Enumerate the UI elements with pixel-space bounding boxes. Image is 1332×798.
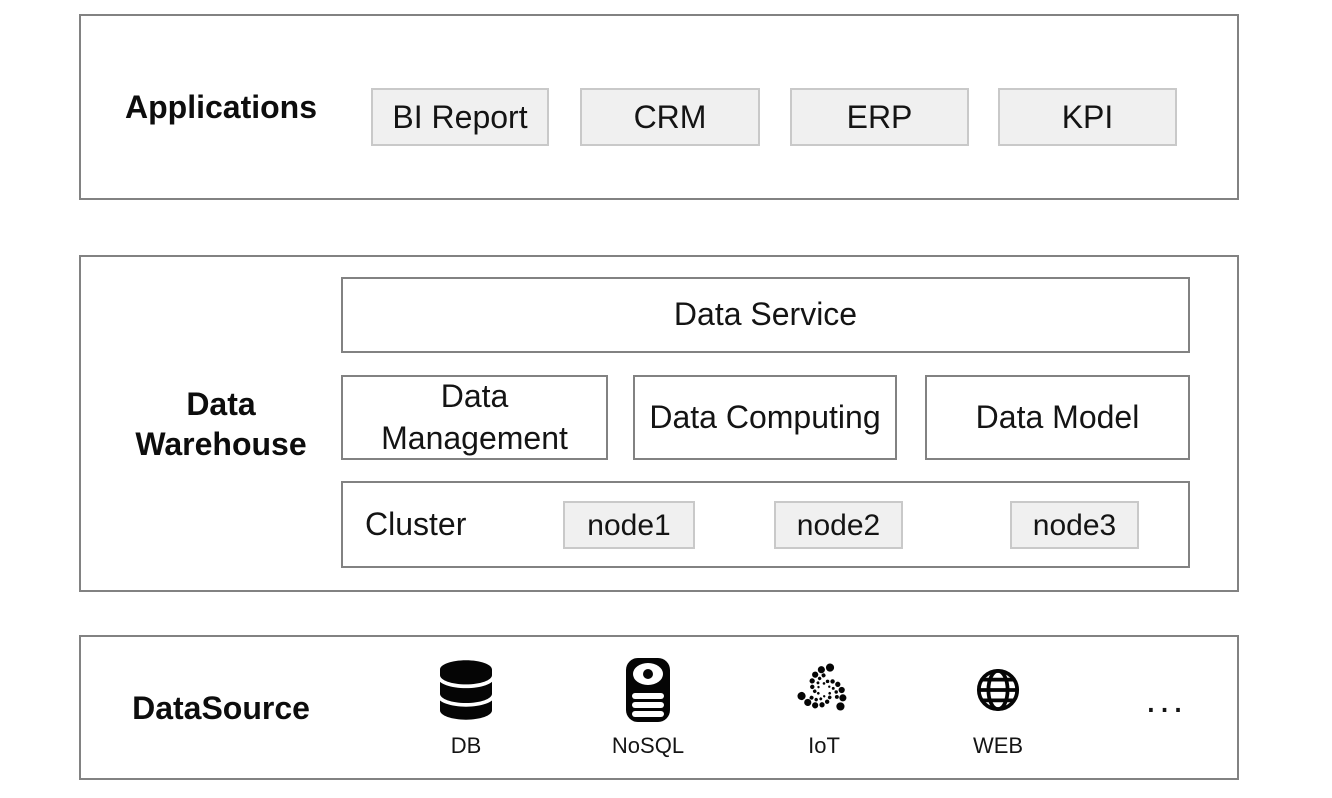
datasource-item-web: WEB <box>933 655 1063 759</box>
data-service-box: Data Service <box>341 277 1190 353</box>
datasource-section: DataSource DB NoSQL <box>79 635 1239 780</box>
iot-caption: IoT <box>808 733 840 758</box>
applications-section: Applications BI Report CRM ERP KPI <box>79 14 1239 200</box>
data-model-box: Data Model <box>925 375 1190 460</box>
iot-dots-icon <box>791 655 857 725</box>
cluster-label: Cluster <box>365 505 467 542</box>
cluster-box: Cluster node1 node2 node3 <box>341 481 1190 568</box>
ellipsis-more: ... <box>1145 679 1187 721</box>
node3-box: node3 <box>1010 501 1139 549</box>
data-computing-box: Data Computing <box>633 375 897 460</box>
node2-box: node2 <box>774 501 903 549</box>
db-caption: DB <box>450 733 482 758</box>
erp-box: ERP <box>790 88 969 146</box>
datasource-label: DataSource <box>132 689 310 726</box>
web-caption: WEB <box>972 733 1024 758</box>
data-management-box: Data Management <box>341 375 608 460</box>
globe-icon <box>973 655 1023 725</box>
bi-report-box: BI Report <box>371 88 549 146</box>
database-icon <box>440 655 492 725</box>
datasource-item-db: DB <box>401 655 531 759</box>
data-warehouse-section: Data Warehouse Data Service Data Managem… <box>79 255 1239 592</box>
datasource-item-iot: IoT <box>759 655 889 759</box>
applications-label: Applications <box>124 89 317 125</box>
crm-box: CRM <box>580 88 760 146</box>
disk-stack-icon <box>623 655 673 725</box>
datasource-item-nosql: NoSQL <box>583 655 713 759</box>
nosql-caption: NoSQL <box>611 733 685 758</box>
kpi-box: KPI <box>998 88 1177 146</box>
data-warehouse-label: Data Warehouse <box>135 385 307 462</box>
node1-box: node1 <box>563 501 695 549</box>
